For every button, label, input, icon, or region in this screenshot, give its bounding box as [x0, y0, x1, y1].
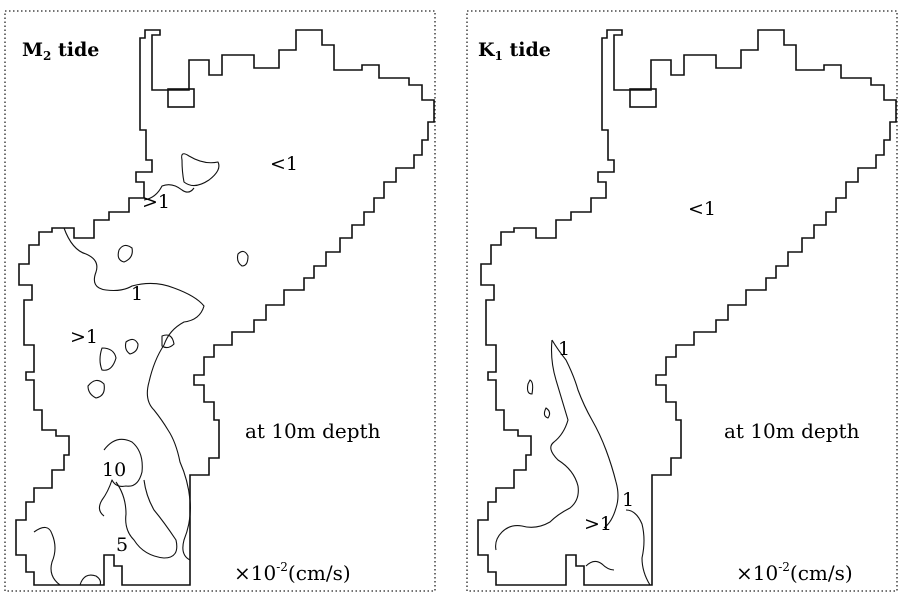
contour-line	[117, 244, 133, 263]
contour-line	[181, 153, 220, 187]
contour-label: 1	[131, 283, 143, 305]
units-label-bg	[734, 558, 884, 586]
contour-line	[124, 338, 139, 355]
contour-label: 1	[622, 489, 634, 511]
contour-line	[143, 184, 195, 201]
contour-line	[63, 227, 205, 561]
k1-tide-map: K1 tide <1 1 >1 1 at 10m depth ×10-2(cm/…	[466, 10, 898, 592]
units-label-bg	[232, 558, 414, 586]
contour-line	[543, 407, 551, 419]
contour-label: 5	[116, 534, 128, 556]
contour-line	[87, 379, 105, 399]
panel-title: K1 tide	[478, 39, 551, 63]
contour-label: <1	[688, 198, 716, 220]
depth-label: at 10m depth	[245, 419, 381, 443]
contour-line	[79, 574, 102, 586]
units-label: ×10-2(cm/s)	[736, 560, 853, 585]
panel-frame	[4, 10, 436, 592]
panel-frame	[466, 10, 898, 592]
contour-label: 10	[102, 459, 126, 481]
m2-tide-panel: M2 tide <1 >1 1 >1 10 5 at 10m depth ×10…	[4, 10, 436, 592]
island	[629, 88, 657, 108]
contour-line	[236, 250, 249, 267]
island	[167, 88, 195, 108]
contour-line	[98, 438, 143, 517]
contour-line	[495, 339, 579, 551]
contour-label: 1	[558, 338, 570, 360]
contour-label: >1	[142, 191, 170, 213]
contour-label: <1	[270, 153, 298, 175]
contour-line	[33, 526, 61, 586]
coastline	[15, 29, 435, 586]
contour-line	[115, 479, 178, 559]
m2-tide-map: M2 tide <1 >1 1 >1 10 5 at 10m depth ×10…	[4, 10, 436, 592]
contour-label: >1	[584, 513, 612, 535]
depth-label: at 10m depth	[724, 419, 860, 443]
contour-line	[585, 560, 615, 571]
contour-line	[526, 379, 534, 395]
contour-line	[99, 347, 117, 371]
coastline	[477, 29, 897, 586]
contour-line	[625, 509, 651, 586]
units-label: ×10-2(cm/s)	[234, 560, 351, 585]
contour-line	[551, 339, 619, 529]
contour-label: >1	[70, 326, 98, 348]
contour-line	[161, 334, 175, 349]
k1-tide-panel: K1 tide <1 1 >1 1 at 10m depth ×10-2(cm/…	[466, 10, 898, 592]
panel-title: M2 tide	[22, 39, 99, 63]
